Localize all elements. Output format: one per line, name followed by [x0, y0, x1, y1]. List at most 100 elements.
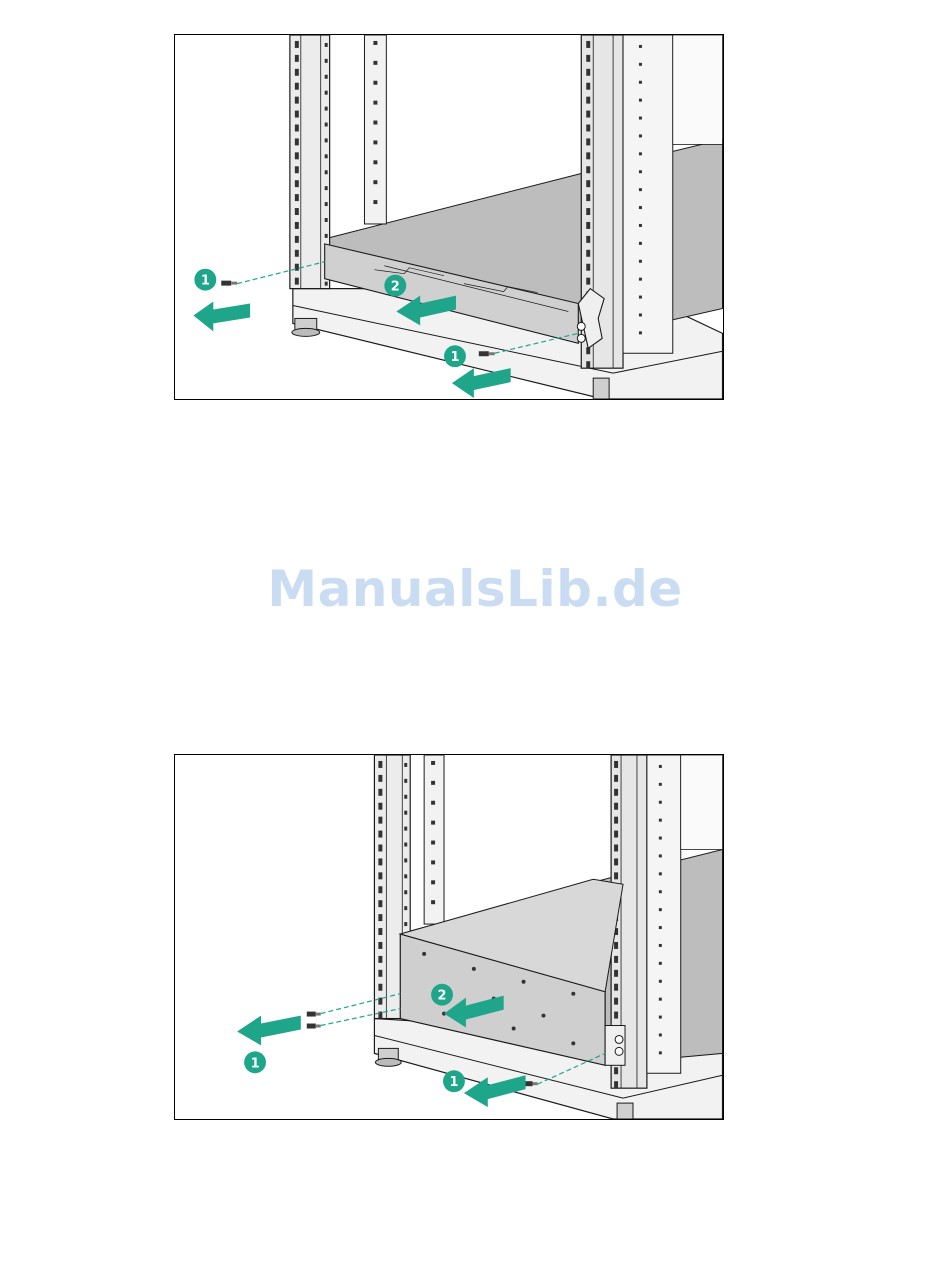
- rack-hole: [659, 944, 662, 947]
- rack-hole: [404, 763, 407, 767]
- rack-hole: [586, 55, 590, 62]
- rack-hole: [639, 296, 642, 299]
- rack-hole: [614, 858, 618, 865]
- rack-hole: [378, 886, 382, 893]
- rack-hole: [586, 111, 590, 118]
- rack-hole: [325, 218, 328, 222]
- rack-hole: [614, 845, 618, 852]
- rack-hole: [295, 180, 299, 187]
- rack-hole: [659, 872, 662, 875]
- rack-hole: [614, 775, 618, 782]
- rack-hole: [614, 942, 618, 949]
- rack-hole: [325, 202, 328, 206]
- rack-hole: [659, 854, 662, 857]
- rack-hole: [295, 208, 299, 215]
- rack-hole: [614, 1067, 618, 1074]
- rack-hole: [325, 43, 328, 47]
- rack-hole: [659, 783, 662, 786]
- rack-hole: [659, 926, 662, 929]
- rack-hole: [378, 956, 382, 963]
- rack-hole: [295, 236, 299, 243]
- rack-hole: [586, 152, 590, 159]
- rack-hole: [295, 138, 299, 145]
- rack-hole: [614, 970, 618, 977]
- rack-hole: [586, 361, 590, 368]
- rack-hole: [373, 160, 377, 164]
- arrow-left-icon: [193, 302, 250, 332]
- rack-hole: [378, 914, 382, 921]
- svg-text:1: 1: [251, 1056, 260, 1071]
- rack-hole: [373, 61, 377, 65]
- rack-hole: [325, 75, 328, 79]
- rack-hole: [378, 900, 382, 907]
- rack-hole: [378, 872, 382, 879]
- rack-hole: [586, 236, 590, 243]
- rack-hole: [431, 801, 435, 805]
- rack-hole: [431, 781, 435, 785]
- rack-hole: [404, 795, 407, 799]
- rack-hole: [659, 1051, 662, 1054]
- rack-hole: [404, 858, 407, 862]
- panel-screw-hole: [571, 1041, 575, 1045]
- rack-hole: [586, 180, 590, 187]
- rack-hole: [639, 45, 642, 48]
- panel-screw-hole: [522, 980, 526, 984]
- rack-hole: [586, 208, 590, 215]
- rack-hole: [586, 264, 590, 271]
- callout-1: 1: [194, 269, 216, 291]
- rack-hole: [295, 83, 299, 90]
- rack-hole: [373, 121, 377, 125]
- rack-hole: [404, 827, 407, 831]
- figure-remove-front-panel: 2 1 1: [174, 754, 724, 1120]
- screw-icon: [307, 1024, 321, 1029]
- svg-text:2: 2: [438, 989, 447, 1004]
- rack-hole: [586, 138, 590, 145]
- rack-hole: [639, 313, 642, 316]
- rack-hole: [659, 980, 662, 983]
- callout-2: 2: [384, 275, 406, 297]
- rack-hole: [659, 837, 662, 840]
- rack-hole: [404, 922, 407, 926]
- rack-hole: [295, 41, 299, 48]
- rack-hole: [586, 194, 590, 201]
- panel-screw-hole: [571, 992, 575, 996]
- arrow-left-icon: [452, 368, 511, 398]
- leveling-foot: [617, 1103, 633, 1119]
- rack-hole: [614, 803, 618, 810]
- rack-hole: [586, 278, 590, 285]
- callout-1: 1: [444, 345, 466, 367]
- screw-icon: [307, 1012, 321, 1017]
- rack-hole: [639, 331, 642, 334]
- rack-hole: [373, 41, 377, 45]
- rack-hole: [404, 811, 407, 815]
- rack-hole: [639, 278, 642, 281]
- rack-hole: [404, 874, 407, 878]
- rack-hole: [586, 97, 590, 104]
- rack-hole: [325, 282, 328, 286]
- rack-hole: [586, 166, 590, 173]
- rack-hole: [325, 170, 328, 174]
- rack-hole: [614, 817, 618, 824]
- rack-hole: [659, 890, 662, 893]
- rack-hole: [295, 278, 299, 285]
- rack-hole: [659, 908, 662, 911]
- rack-hole: [325, 91, 328, 95]
- rack-hole: [325, 138, 328, 142]
- rack-hole: [378, 845, 382, 852]
- rack-hole: [586, 222, 590, 229]
- rack-hole: [295, 152, 299, 159]
- rack-hole: [614, 998, 618, 1005]
- rack-hole: [586, 41, 590, 48]
- rack-hole: [639, 117, 642, 120]
- rack-hole: [295, 222, 299, 229]
- rack-hole: [659, 998, 662, 1001]
- rack-hole: [325, 107, 328, 111]
- rack-hole: [586, 250, 590, 257]
- rack-hole: [639, 188, 642, 191]
- rack-hole: [378, 942, 382, 949]
- rack-hole: [325, 234, 328, 238]
- rack-hole: [373, 81, 377, 85]
- rack-hole: [431, 900, 435, 904]
- rack-hole: [404, 843, 407, 847]
- rack-hole: [373, 200, 377, 204]
